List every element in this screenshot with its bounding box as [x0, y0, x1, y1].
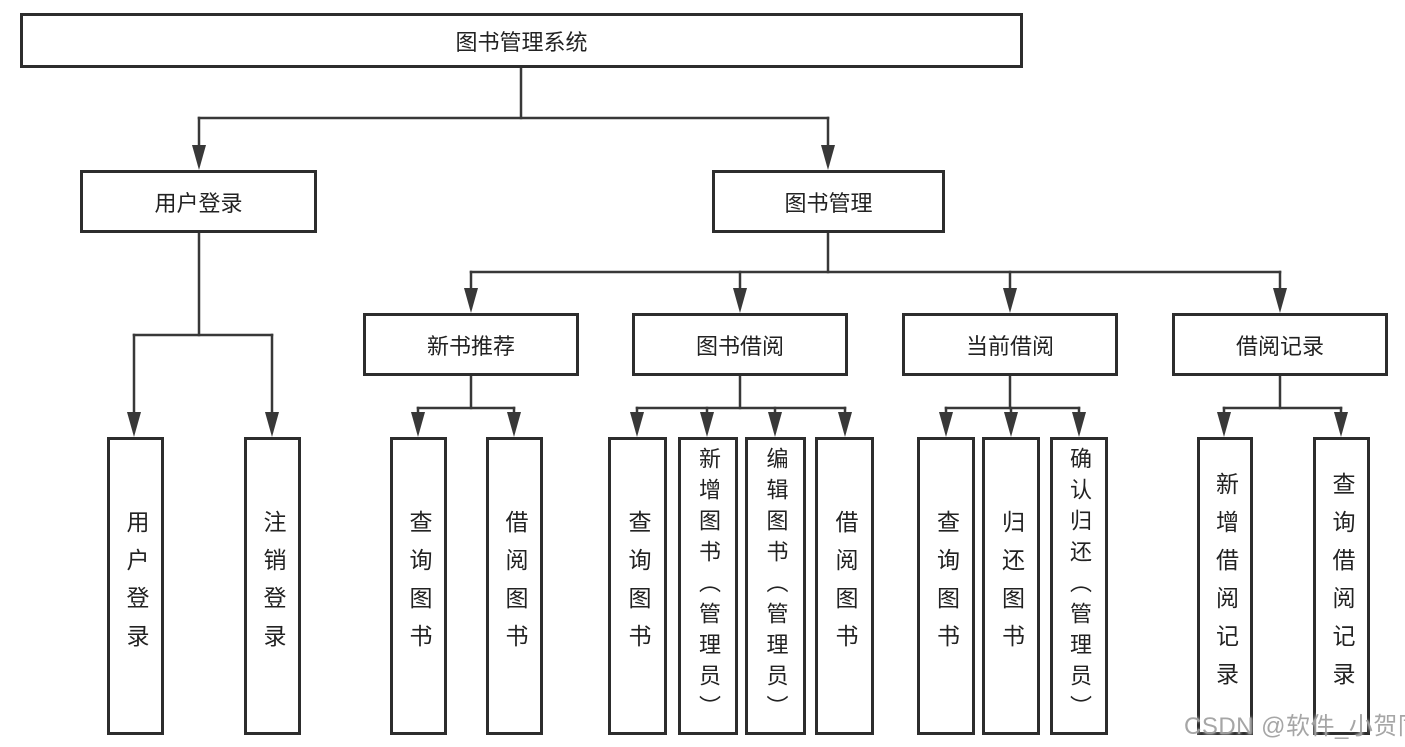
node-borrow-record: 借阅记录: [1172, 313, 1388, 376]
node-user-login-branch: 用户登录: [80, 170, 317, 233]
node-book-mgmt-branch: 图书管理: [712, 170, 945, 233]
node-new-book-recommend: 新书推荐: [363, 313, 579, 376]
node-current-borrow: 当前借阅: [902, 313, 1118, 376]
leaf-query-books-current: 查询图书: [917, 437, 975, 735]
connector-root-to-level2: [192, 66, 835, 170]
leaf-confirm-return-admin: 确认归还（管理员）: [1050, 437, 1108, 735]
leaf-query-borrow-record: 查询借阅记录: [1313, 437, 1370, 735]
connector-new-book-rec-children: [411, 374, 521, 437]
connector-borrow-record-children: [1217, 374, 1348, 437]
node-book-borrow: 图书借阅: [632, 313, 848, 376]
node-root-system: 图书管理系统: [20, 13, 1023, 68]
leaf-logout: 注销登录: [244, 437, 301, 735]
leaf-add-borrow-record: 新增借阅记录: [1197, 437, 1253, 735]
leaf-query-books-rec: 查询图书: [390, 437, 447, 735]
leaf-query-books-borrow: 查询图书: [608, 437, 667, 735]
connector-user-login-children: [127, 231, 279, 437]
connector-book-borrow-children: [630, 374, 852, 437]
csdn-watermark: CSDN @软件_小贺同学: [1184, 713, 1405, 740]
leaf-user-login: 用户登录: [107, 437, 164, 735]
leaf-borrow-book: 借阅图书: [815, 437, 874, 735]
leaf-edit-book-admin: 编辑图书（管理员）: [745, 437, 806, 735]
leaf-return-book: 归还图书: [982, 437, 1040, 735]
leaf-borrow-books-rec: 借阅图书: [486, 437, 543, 735]
connector-current-borrow-children: [939, 374, 1086, 437]
leaf-add-book-admin: 新增图书（管理员）: [678, 437, 738, 735]
connector-book-mgmt-sections: [464, 231, 1287, 313]
